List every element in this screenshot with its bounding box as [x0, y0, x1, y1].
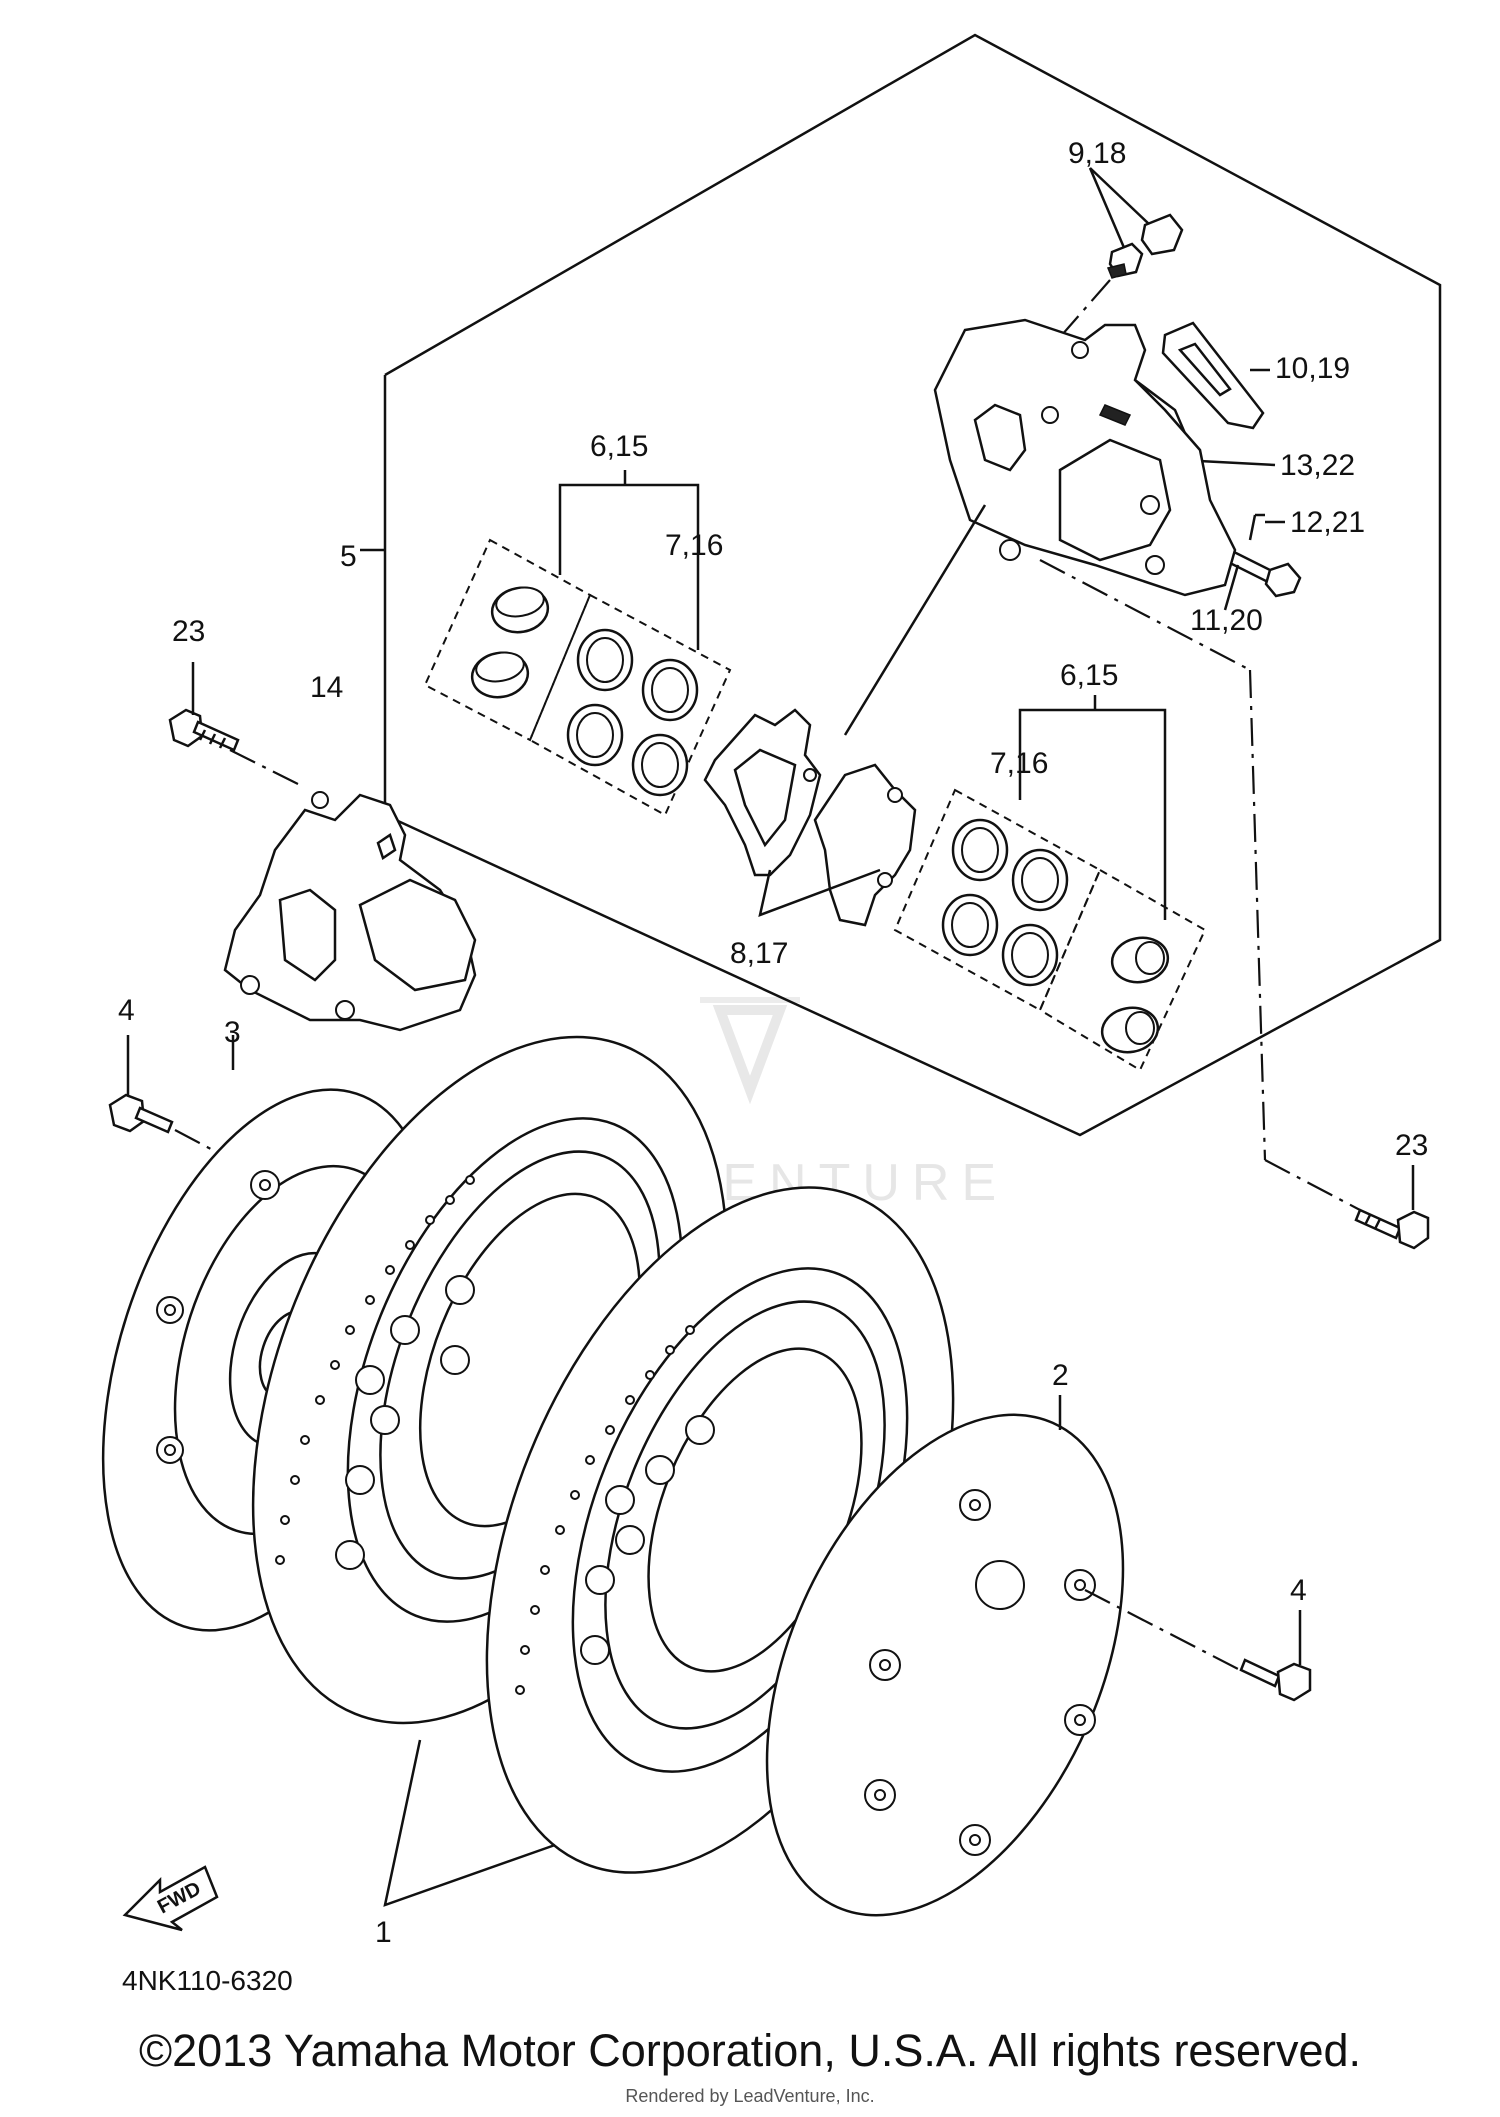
callout-5: 5	[340, 540, 357, 573]
callout-12-21: 12,21	[1290, 506, 1365, 539]
caliper-lower-left	[223, 749, 477, 1032]
callout-13-22: 13,22	[1280, 449, 1355, 482]
callout-4-left: 4	[118, 994, 135, 1027]
callout-9-18: 9,18	[1068, 137, 1126, 170]
callout-23-right: 23	[1395, 1129, 1428, 1162]
pistons-seals-left	[423, 470, 732, 817]
diagram-code: 4NK110-6320	[122, 1965, 293, 1996]
hub-cover	[765, 1395, 1241, 1917]
callout-23-left: 23	[172, 615, 205, 648]
callout-6-15-left: 6,15	[590, 430, 648, 463]
disc-leader	[383, 1739, 556, 1907]
bolt-23-left	[168, 662, 240, 752]
callout-4-right: 4	[1290, 1574, 1307, 1607]
callout-7-16-right: 7,16	[990, 747, 1048, 780]
callout-11-20: 11,20	[1190, 604, 1263, 637]
callout-8-17: 8,17	[730, 937, 788, 970]
pistons-seals-right	[893, 695, 1207, 1072]
callout-labels: 9,18 10,19 13,22 12,21 11,20 6,15 7,16 5…	[118, 137, 1428, 1949]
rendered-by: Rendered by LeadVenture, Inc.	[625, 2086, 875, 2106]
disc-drill-holes	[275, 1175, 695, 1695]
copyright-notice: ©2013 Yamaha Motor Corporation, U.S.A. A…	[138, 2025, 1362, 2076]
bleed-screw	[1039, 167, 1184, 361]
caliper-upper	[843, 318, 1361, 1211]
callout-3: 3	[224, 1016, 241, 1049]
bolt-23-right	[1354, 1165, 1430, 1250]
brake-pads	[703, 708, 917, 927]
callout-14: 14	[310, 671, 343, 704]
callout-6-15-right: 6,15	[1060, 659, 1118, 692]
callout-2: 2	[1052, 1359, 1069, 1392]
callout-10-19: 10,19	[1275, 352, 1350, 385]
bolt-4-right	[1239, 1610, 1312, 1702]
callout-1: 1	[375, 1916, 392, 1949]
callout-7-16-left: 7,16	[665, 529, 723, 562]
fwd-arrow: FWD	[122, 1865, 219, 1932]
